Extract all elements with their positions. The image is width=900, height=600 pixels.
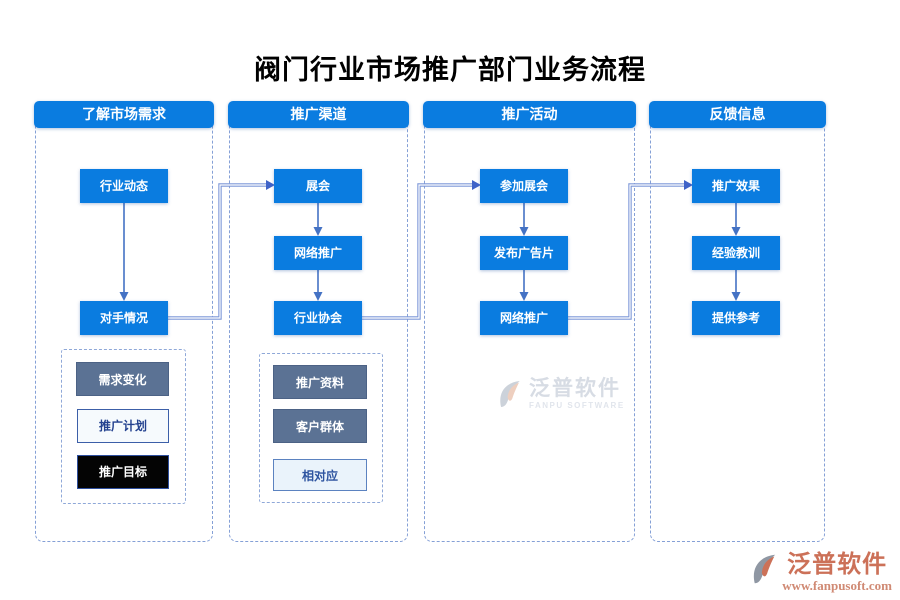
watermark-logo-icon (500, 381, 520, 407)
brand-url: www.fanpusoft.com (782, 578, 892, 593)
sub-box-corresponding: 相对应 (273, 459, 367, 491)
flow-box-competitor-status: 对手情况 (80, 301, 168, 335)
brand-name: 泛普软件 (787, 551, 888, 578)
flow-box-industry-association: 行业协会 (274, 301, 362, 335)
column-promotion-channels: 推广渠道 (228, 101, 409, 542)
flow-box-industry-trends: 行业动态 (80, 169, 168, 203)
sub-box-promotion-plan: 推广计划 (77, 409, 169, 443)
column-header-promotion-channels: 推广渠道 (228, 101, 409, 129)
flow-box-lessons-learned: 经验教训 (692, 236, 780, 270)
column-header-feedback-info: 反馈信息 (649, 101, 826, 129)
flow-box-exhibition: 展会 (274, 169, 362, 203)
column-market-demand: 了解市场需求 (34, 101, 214, 542)
flow-box-network-promotion: 网络推广 (480, 301, 568, 335)
watermark-name: 泛普软件 (529, 377, 621, 400)
brand-logo-icon (754, 554, 776, 584)
flow-box-join-exhibition: 参加展会 (480, 169, 568, 203)
sub-container-materials (259, 353, 383, 503)
sub-box-promotion-materials: 推广资料 (273, 365, 367, 399)
sub-container-demand (61, 349, 186, 504)
sub-box-customer-groups: 客户群体 (273, 409, 367, 443)
page-title: 阀门行业市场推广部门业务流程 (254, 55, 646, 85)
brand-logo: 泛普软件 www.fanpusoft.com (750, 553, 892, 592)
column-promotion-activities: 推广活动 (423, 101, 636, 542)
flow-box-provide-reference: 提供参考 (692, 301, 780, 335)
column-feedback-info: 反馈信息 (649, 101, 826, 542)
watermark-subtitle: FANPU SOFTWARE (529, 401, 625, 410)
sub-box-demand-changes: 需求变化 (76, 362, 169, 396)
watermark: 泛普软件 FANPU SOFTWARE (497, 378, 625, 410)
column-header-market-demand: 了解市场需求 (34, 101, 214, 129)
sub-box-promotion-goal: 推广目标 (77, 455, 169, 489)
flow-box-publish-ads: 发布广告片 (480, 236, 568, 270)
column-header-promotion-activities: 推广活动 (423, 101, 636, 129)
flow-box-promotion-effect: 推广效果 (692, 169, 780, 203)
flow-box-online-promotion: 网络推广 (274, 236, 362, 270)
